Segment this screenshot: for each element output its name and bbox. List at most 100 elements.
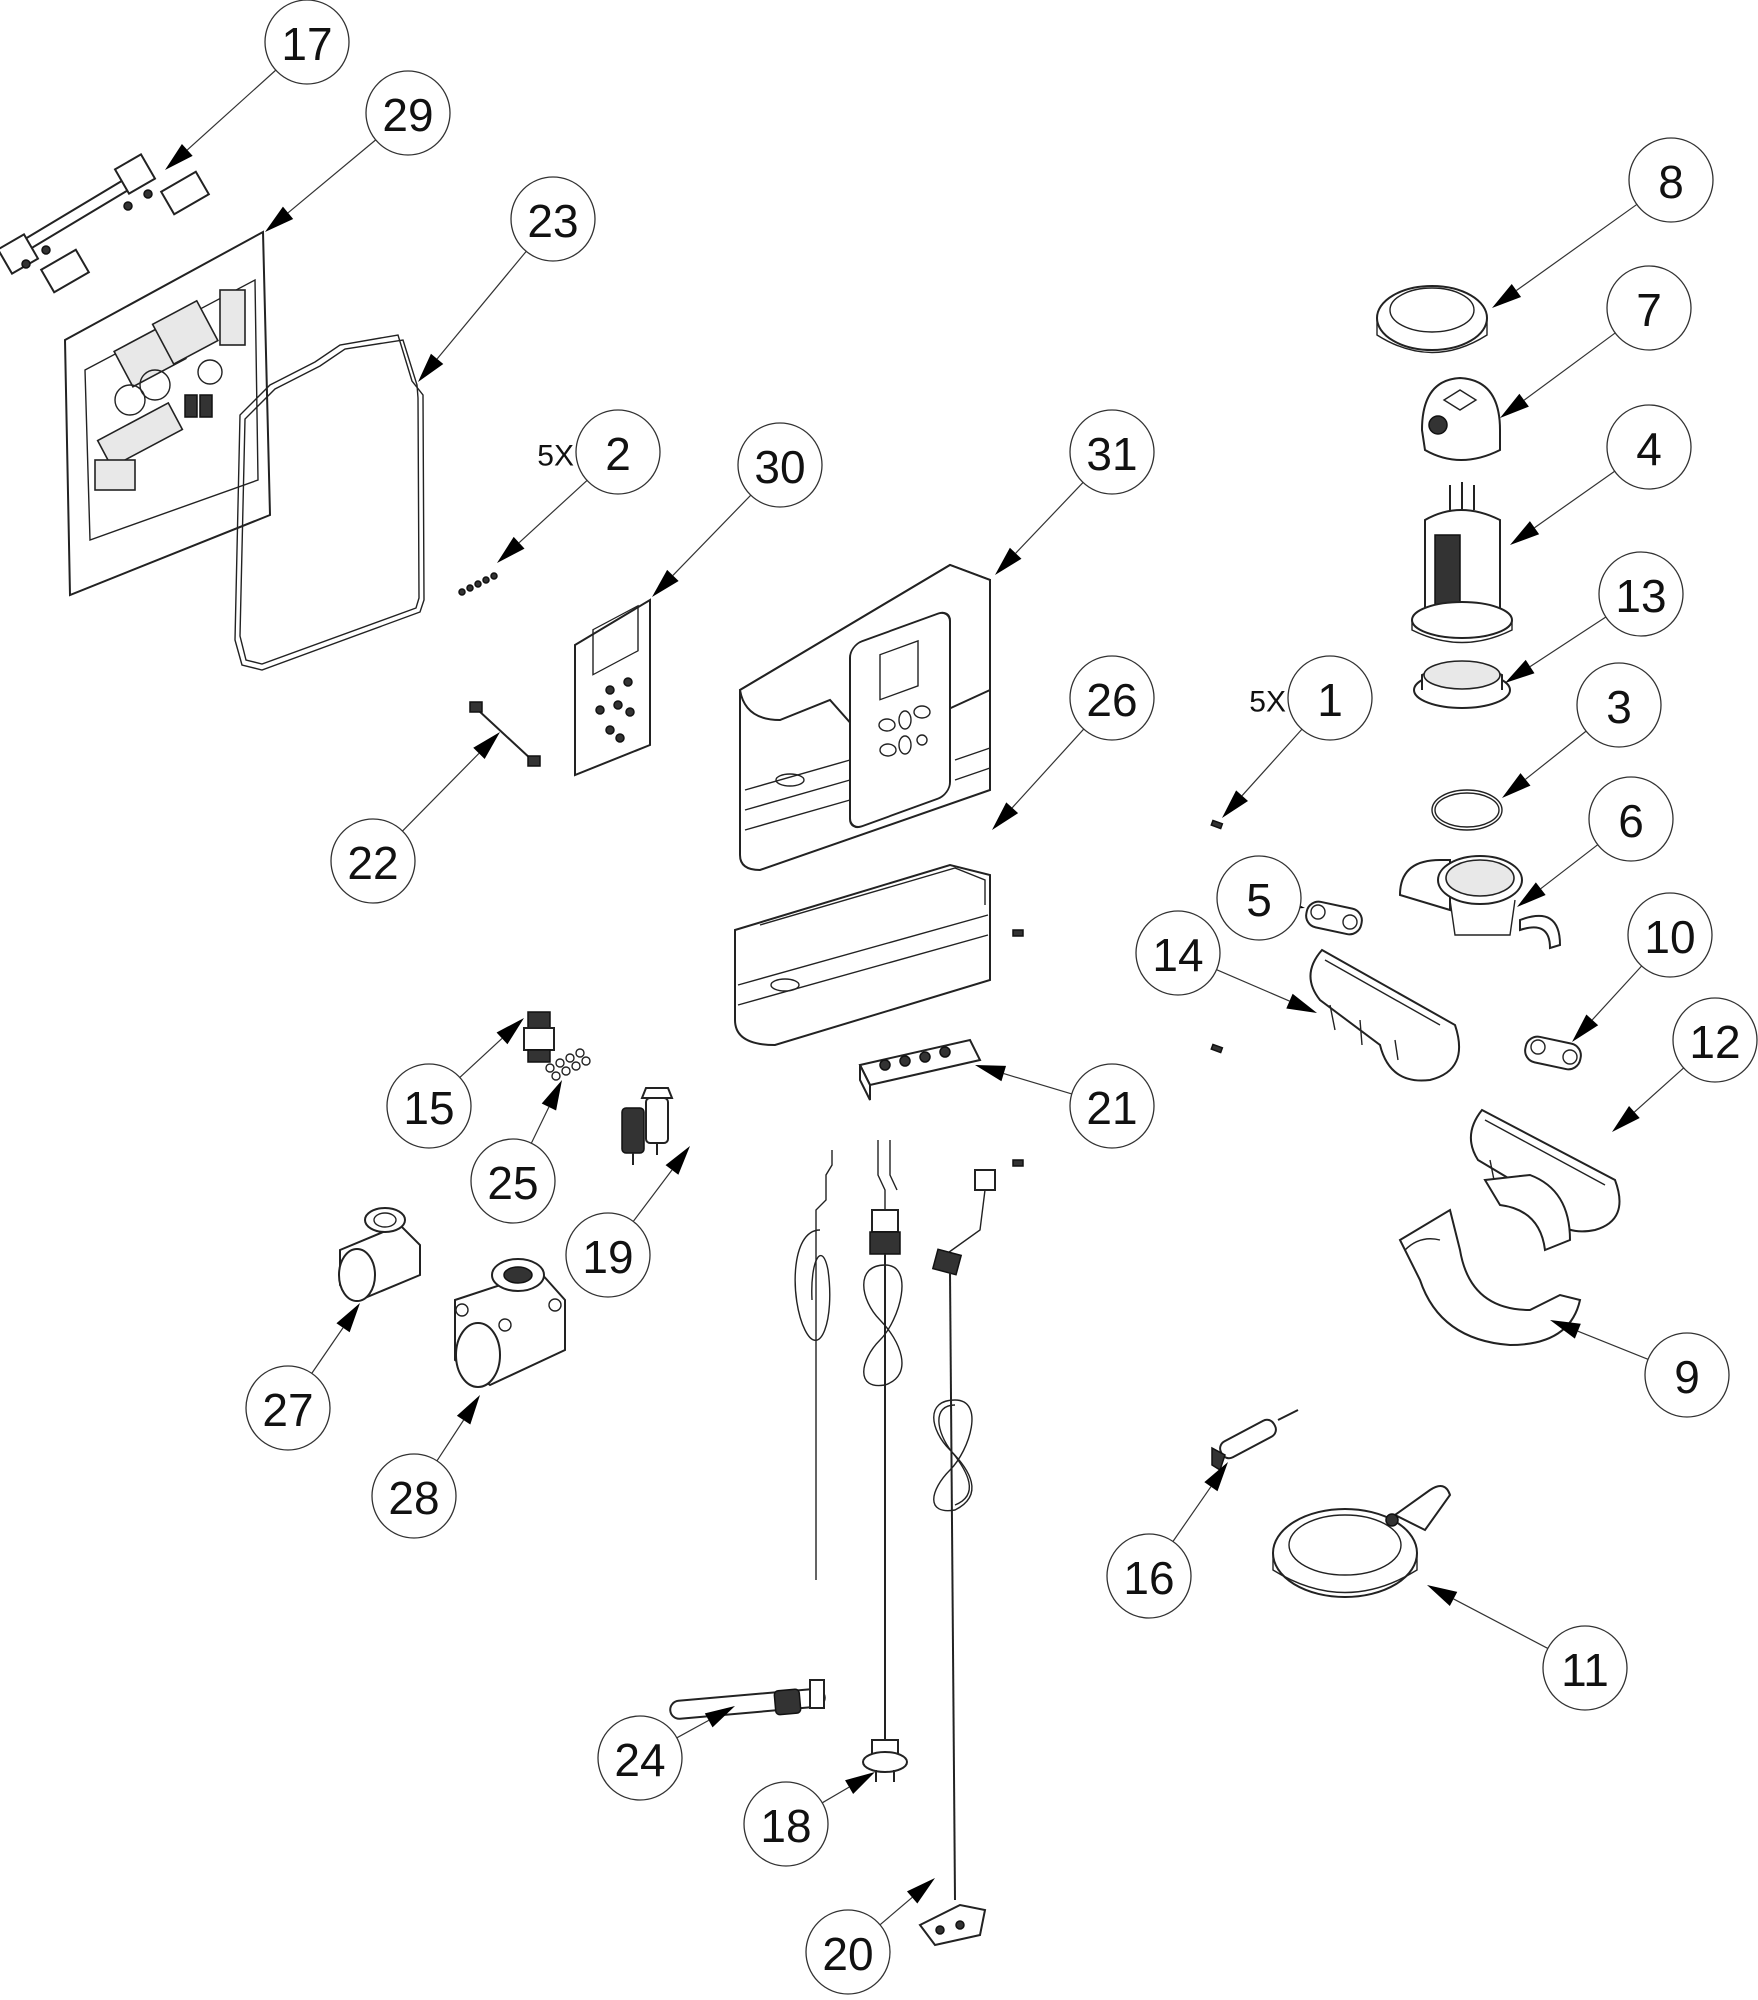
- part-17-mounting-bracket: [0, 153, 211, 294]
- arrowhead-icon: [1222, 790, 1249, 818]
- leader-line: [518, 479, 588, 544]
- callout-circle: [264, 0, 350, 85]
- callout-25: 25: [470, 1080, 562, 1224]
- callout-17: 17: [165, 0, 350, 170]
- leader-line: [676, 1719, 709, 1739]
- arrowhead-icon: [845, 1772, 875, 1795]
- callout-circle: [597, 1715, 683, 1801]
- part-29-pcb-plate: [63, 230, 272, 597]
- leader-line: [287, 139, 377, 214]
- part-14-half-shell: [1309, 948, 1460, 1082]
- part-30-display-board: [574, 598, 651, 777]
- arrowhead-icon: [1427, 1585, 1458, 1607]
- leader-line: [821, 1786, 850, 1804]
- callout-27: 27: [245, 1303, 360, 1451]
- callout-number: 12: [1689, 1016, 1740, 1068]
- callout-circle: [1542, 1625, 1628, 1711]
- callout-20: 20: [805, 1878, 935, 1995]
- part-7-cell-cap: [1420, 376, 1501, 461]
- part-16-sensor: [1211, 1409, 1299, 1472]
- callout-5: 5: [1216, 855, 1305, 941]
- callout-number: 25: [487, 1157, 538, 1209]
- arrowhead-icon: [497, 536, 525, 563]
- callout-number: 2: [605, 428, 631, 480]
- part-25-washers: [545, 1048, 591, 1081]
- callout-circle: [1069, 1063, 1155, 1149]
- callout-circle: [1216, 855, 1302, 941]
- quantity-label: 5X: [1249, 686, 1286, 719]
- callout-circle: [1672, 997, 1758, 1083]
- callout-8: 8: [1492, 137, 1714, 308]
- part-6-housing-top: [1398, 855, 1562, 950]
- callout-29: 29: [265, 70, 451, 232]
- leader-line: [672, 494, 752, 576]
- leader-line: [1591, 965, 1643, 1021]
- arrowhead-icon: [906, 1878, 935, 1904]
- callout-number: 11: [1561, 1644, 1609, 1696]
- arrowhead-icon: [541, 1080, 562, 1111]
- part-22-ribbon-cable: [469, 701, 541, 767]
- part-21-terminal-block: [858, 1038, 1024, 1167]
- arrowhead-icon: [652, 569, 679, 597]
- leader-line: [1523, 332, 1616, 401]
- callout-number: 29: [382, 89, 433, 141]
- leader-line: [186, 69, 277, 151]
- callout-circle: [1069, 655, 1155, 741]
- callout-number: 24: [614, 1734, 665, 1786]
- leader-line: [1577, 1330, 1649, 1360]
- arrowhead-icon: [1500, 393, 1529, 418]
- callout-12: 12: [1612, 997, 1758, 1132]
- part-5-spacer: [1305, 900, 1363, 936]
- part-31-front-cover: [738, 563, 991, 872]
- part-2-screws: [458, 572, 498, 596]
- arrowhead-icon: [1572, 1014, 1599, 1042]
- callout-number: 17: [281, 18, 332, 70]
- leader-line: [879, 1896, 913, 1926]
- part-27-pipe-saddle: [338, 1207, 421, 1302]
- callout-number: 7: [1636, 284, 1662, 336]
- callout-10: 10: [1572, 892, 1713, 1042]
- callout-number: 20: [822, 1928, 873, 1980]
- callout-number: 15: [403, 1082, 454, 1134]
- leader-line: [402, 752, 480, 832]
- arrowhead-icon: [496, 1018, 524, 1045]
- arrowhead-icon: [1510, 521, 1540, 545]
- arrowhead-icon: [1517, 882, 1546, 907]
- leader-line: [632, 1169, 673, 1222]
- callout-15: 15: [386, 1018, 524, 1149]
- callout-circle: [805, 1909, 891, 1995]
- leader-line: [1633, 1067, 1685, 1113]
- callout-circle: [245, 1365, 331, 1451]
- callout-number: 28: [388, 1472, 439, 1524]
- callout-1: 15X: [1222, 655, 1373, 818]
- callout-number: 19: [582, 1231, 633, 1283]
- callout-6: 6: [1517, 776, 1674, 907]
- part-28-pipe-saddle-bolted: [454, 1258, 566, 1388]
- callout-number: 30: [754, 441, 805, 493]
- callout-circle: [510, 176, 596, 262]
- callout-2: 2 5X: [497, 409, 661, 563]
- leader-line: [1241, 728, 1303, 797]
- callout-19: 19: [565, 1146, 690, 1298]
- callout-14: 14: [1135, 910, 1317, 1013]
- callout-circle: [575, 409, 661, 495]
- part-26-lower-cover: [734, 863, 1024, 1047]
- callout-circle: [1627, 892, 1713, 978]
- callout-3: 3: [1502, 662, 1662, 798]
- part-10-spacer: [1524, 1035, 1582, 1071]
- callout-number: 6: [1618, 795, 1644, 847]
- part-1-pins: [1210, 819, 1224, 1054]
- arrowhead-icon: [1550, 1320, 1581, 1339]
- part-11-union-nut-wrench: [1272, 1485, 1452, 1598]
- arrowhead-icon: [418, 353, 444, 382]
- callout-circle: [1598, 551, 1684, 637]
- callout-circle: [1106, 1533, 1192, 1619]
- callout-circle: [743, 1781, 829, 1867]
- callout-number: 21: [1086, 1082, 1137, 1134]
- leader-line: [1534, 470, 1616, 529]
- callout-circle: [470, 1138, 556, 1224]
- arrowhead-icon: [665, 1146, 690, 1175]
- part-4-electrolytic-cell: [1411, 482, 1513, 644]
- quantity-label: 5X: [537, 440, 574, 473]
